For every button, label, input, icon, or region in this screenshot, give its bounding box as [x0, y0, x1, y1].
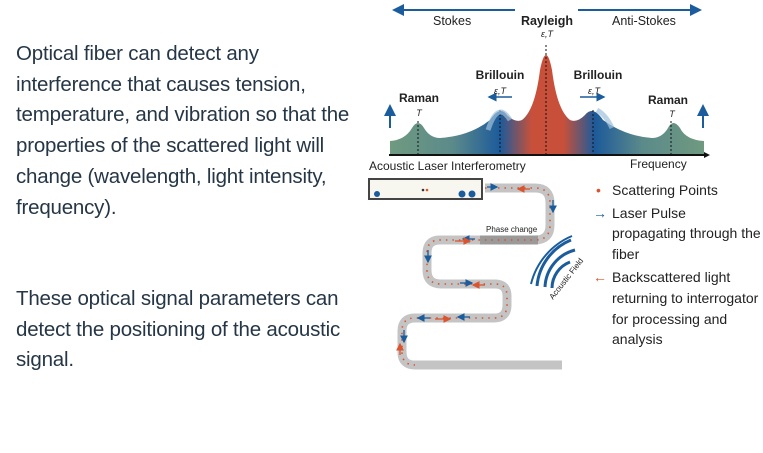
- legend-laser-pulse-label: Laser Pulse propagating through the fibe…: [612, 204, 761, 262]
- peak-markers: [417, 45, 672, 154]
- spectrum-curve: [390, 55, 704, 155]
- rayleigh-param: ε,T: [541, 29, 554, 39]
- pulse-arrows: [396, 183, 557, 355]
- brillouin-right-label: Brillouin: [574, 68, 623, 82]
- diagram-title: Acoustic Laser Interferometry: [369, 159, 526, 173]
- frequency-label: Frequency: [630, 157, 687, 171]
- anti-stokes-label: Anti-Stokes: [612, 14, 676, 28]
- legend-backscattered-label: Backscattered light returning to interro…: [612, 269, 759, 348]
- legend-scattering-label: Scattering Points: [612, 182, 718, 198]
- arrow-right-icon: →: [593, 204, 607, 221]
- positioning-paragraph: These optical signal parameters can dete…: [16, 287, 341, 372]
- phase-change-label: Phase change: [486, 225, 538, 234]
- legend-scattering: • Scattering Points: [596, 180, 762, 201]
- axis-arrowhead: [704, 152, 710, 158]
- brillouin-shift-glow: [485, 107, 615, 131]
- raman-right-label: Raman: [648, 93, 688, 107]
- raman-right-param: T: [669, 109, 676, 119]
- interrogator-box: [368, 178, 483, 200]
- raman-left-param: T: [416, 108, 423, 118]
- raman-left-label: Raman: [399, 91, 439, 105]
- intro-paragraph: Optical fiber can detect any interferenc…: [16, 42, 350, 219]
- legend: • Scattering Points → Laser Pulse propag…: [593, 180, 762, 350]
- rayleigh-label: Rayleigh: [521, 14, 573, 28]
- brillouin-right-param: ε,T: [588, 86, 601, 96]
- arrow-left-icon: ←: [593, 269, 607, 286]
- legend-backscattered: ← Backscattered light returning to inter…: [593, 267, 762, 349]
- brillouin-left-label: Brillouin: [476, 68, 525, 82]
- acoustic-waves-icon: [530, 235, 576, 289]
- legend-laser-pulse: → Laser Pulse propagating through the fi…: [593, 203, 762, 265]
- stokes-label: Stokes: [433, 14, 471, 28]
- brillouin-left-param: ε,T: [494, 86, 507, 96]
- dot-icon: •: [596, 182, 601, 198]
